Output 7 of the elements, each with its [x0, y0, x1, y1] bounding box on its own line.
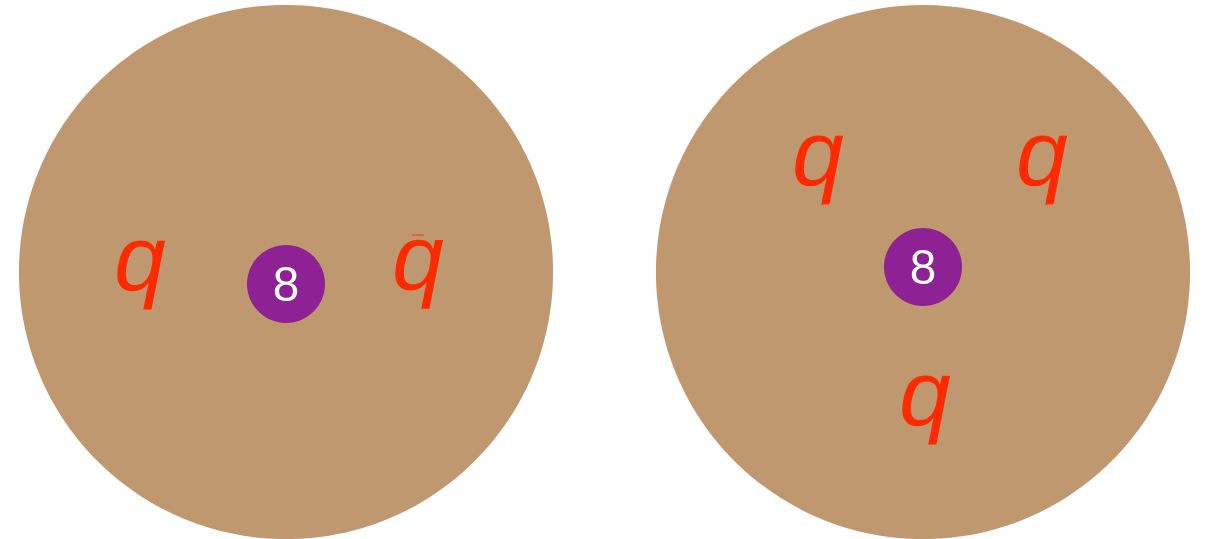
quark-label: $q$	[117, 240, 166, 310]
quark-label: $q$	[902, 375, 951, 445]
hadron-circle	[18, 4, 554, 539]
hadron-circle	[655, 4, 1191, 539]
quark-label: $q$	[1019, 135, 1068, 205]
quark-label: $q$	[795, 135, 844, 205]
quark-label: $\bar{q}$	[395, 234, 444, 309]
